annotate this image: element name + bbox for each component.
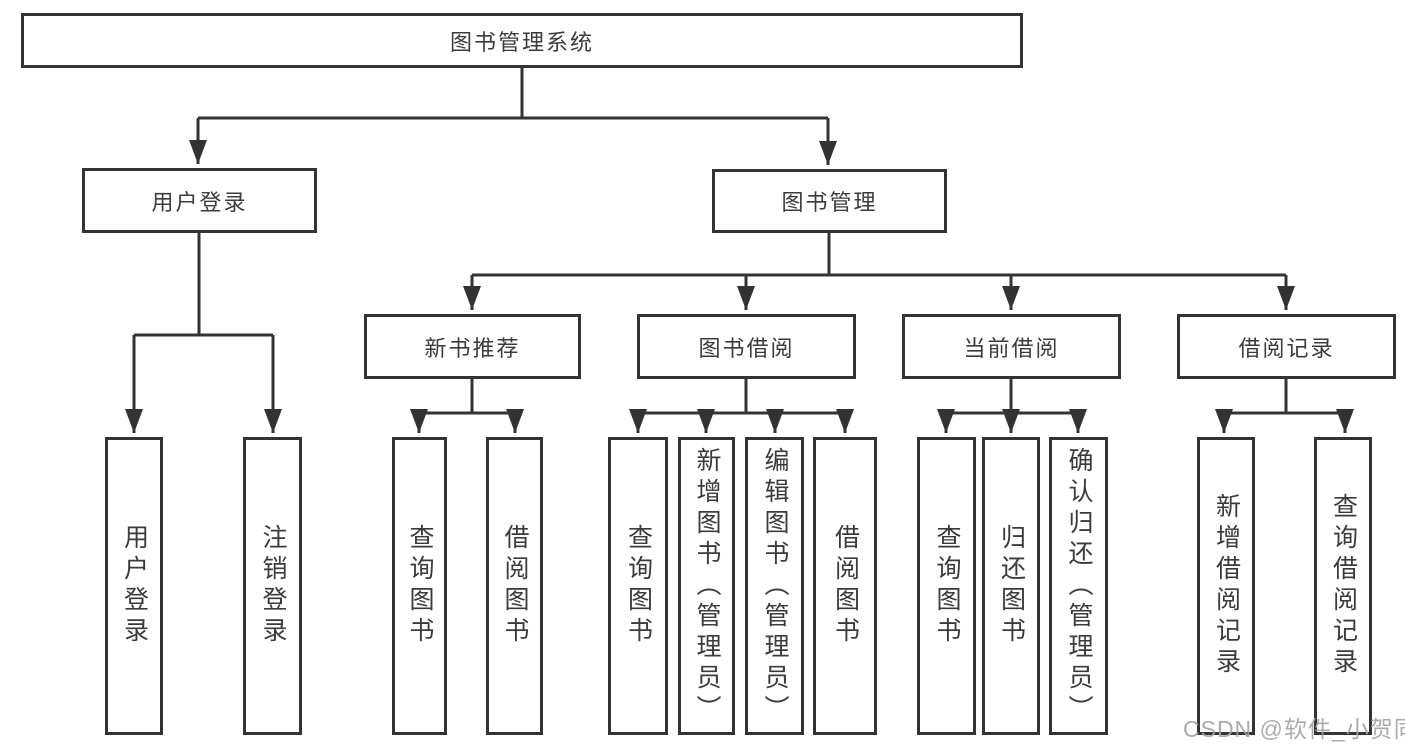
node-label: 新增借阅记录 — [1212, 493, 1241, 679]
node-query-books-recommend: 查询图书 — [392, 437, 447, 735]
node-add-borrow-record: 新增借阅记录 — [1197, 437, 1255, 735]
node-label: 图书借阅 — [698, 335, 795, 361]
node-user-login-action: 用户登录 — [105, 437, 163, 735]
node-label: 归还图书 — [997, 524, 1026, 648]
node-label: 借阅图书 — [831, 524, 860, 648]
node-label: 查询借阅记录 — [1329, 493, 1358, 679]
node-book-management-system: 图书管理系统 — [21, 13, 1023, 68]
node-label: 新书推荐 — [424, 335, 521, 361]
node-return-books: 归还图书 — [982, 437, 1040, 735]
node-label: 借阅图书 — [501, 524, 529, 648]
node-query-books-current: 查询图书 — [917, 437, 976, 735]
node-book-management: 图书管理 — [712, 169, 947, 233]
node-label: 用户登录 — [151, 189, 248, 215]
node-label: 编辑图书（管理员） — [761, 446, 789, 726]
node-current-borrow: 当前借阅 — [902, 314, 1121, 379]
node-logout: 注销登录 — [243, 437, 302, 735]
node-label: 查询图书 — [406, 524, 434, 648]
node-label: 新增图书（管理员） — [693, 446, 721, 726]
node-borrow-books-recommend: 借阅图书 — [486, 437, 543, 735]
node-label: 注销登录 — [259, 524, 287, 648]
node-label: 查询图书 — [933, 524, 961, 648]
node-label: 查询图书 — [624, 524, 653, 648]
node-query-books-borrow: 查询图书 — [608, 437, 668, 735]
node-book-borrow: 图书借阅 — [637, 314, 856, 379]
node-label: 借阅记录 — [1238, 335, 1335, 361]
node-label: 确认归还（管理员） — [1065, 446, 1093, 726]
node-user-login: 用户登录 — [82, 168, 317, 233]
node-add-book-admin: 新增图书（管理员） — [678, 437, 735, 735]
node-label: 用户登录 — [120, 524, 149, 648]
csdn-watermark: CSDN @软件_小贺同学 — [1183, 716, 1405, 742]
node-query-borrow-record: 查询借阅记录 — [1314, 437, 1372, 735]
node-new-book-recommend: 新书推荐 — [364, 314, 581, 379]
node-label: 图书管理系统 — [449, 29, 594, 55]
node-edit-book-admin: 编辑图书（管理员） — [745, 437, 804, 735]
node-borrow-books: 借阅图书 — [813, 437, 877, 735]
node-label: 图书管理 — [781, 190, 878, 215]
node-borrow-records: 借阅记录 — [1177, 314, 1396, 379]
node-label: 当前借阅 — [963, 335, 1060, 361]
node-confirm-return-admin: 确认归还（管理员） — [1049, 437, 1108, 735]
